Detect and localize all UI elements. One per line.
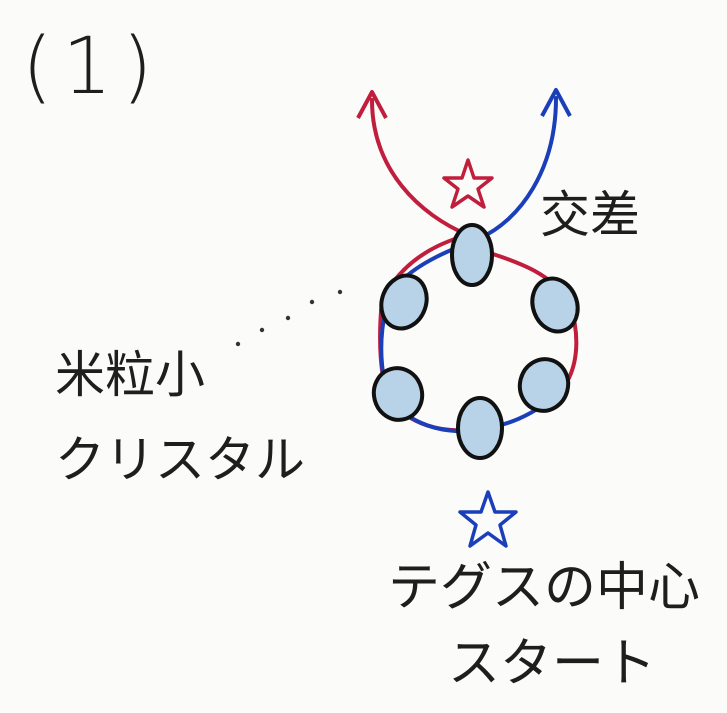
blue-star-icon [458,490,518,548]
bead-bottom [456,396,504,460]
bead-upper-left [379,273,429,331]
bead-lower-right [517,357,571,413]
bead-lower-left [371,366,425,422]
arrow-up-icon [540,88,572,117]
leader-dots [235,289,343,347]
red-star-icon [442,158,494,209]
bead-label-line1: 米粒小 [55,346,205,404]
bead-upper-right [530,276,580,334]
arrow-up-icon [356,90,388,119]
start-label-line2: スタート [448,634,657,694]
bead-label-line2: クリスタル [55,431,305,489]
cross-label: 交差 [540,186,640,244]
step-number: (1) [22,22,163,112]
crystal-beads [371,223,580,460]
start-label-line1: テグスの中心 [388,558,701,618]
bead-top [450,223,494,287]
